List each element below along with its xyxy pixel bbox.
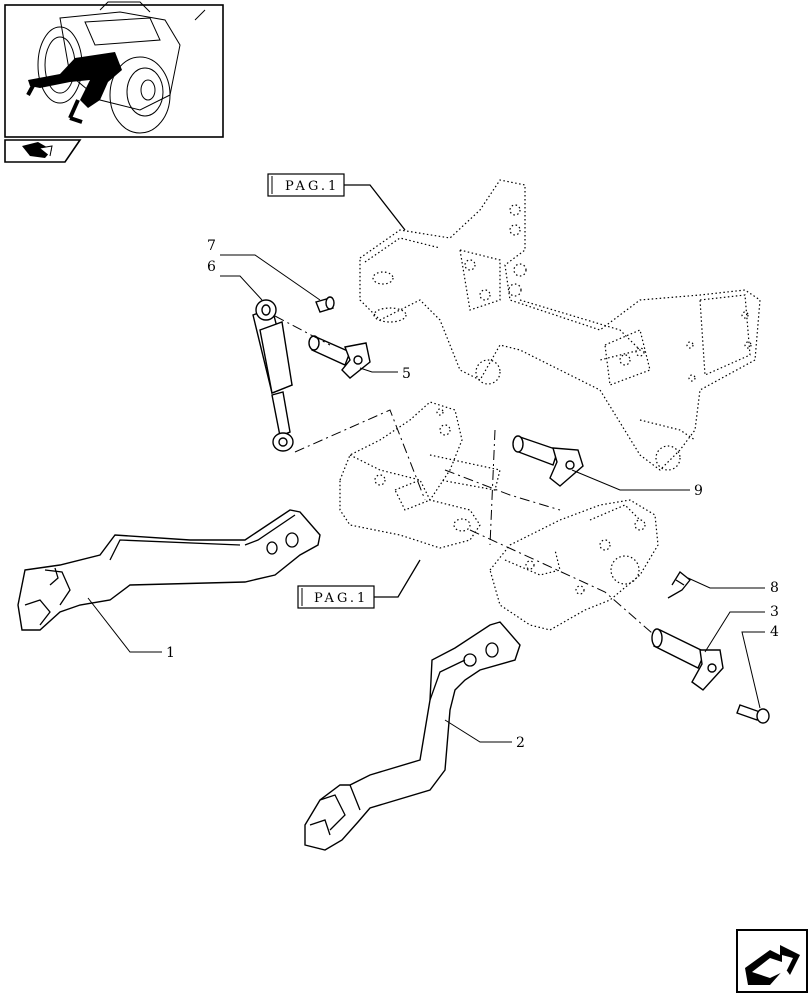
callout-8: 8: [770, 580, 779, 596]
page-reference-mid-label: PAG.1: [314, 591, 368, 606]
callout-2: 2: [516, 735, 525, 751]
hydraulic-cylinder: [252, 299, 294, 452]
bolt: [736, 704, 770, 724]
pin-right-upper: [512, 435, 584, 487]
callout-9: 9: [694, 483, 703, 499]
r-clip: [667, 571, 691, 599]
page-reference-mid[interactable]: PAG.1: [297, 559, 421, 609]
callout-4: 4: [770, 624, 779, 640]
callouts: 7 6 5 9 8 3 4 1 2: [87, 238, 779, 751]
page-reference-top[interactable]: PAG.1: [267, 173, 406, 231]
callout-6: 6: [207, 259, 216, 275]
callout-5: 5: [402, 366, 411, 382]
callout-3: 3: [770, 604, 779, 620]
callout-1: 1: [166, 645, 175, 661]
page-reference-top-label: PAG.1: [285, 179, 339, 194]
callout-7: 7: [207, 238, 216, 254]
central-bracket-right: [489, 499, 659, 631]
section-arrow-icon[interactable]: [4, 139, 82, 163]
lower-link-arm-left: [17, 509, 321, 631]
next-page-arrow-icon[interactable]: [736, 929, 808, 993]
assembly-centerlines: [274, 315, 661, 641]
central-bracket-left: [339, 401, 501, 549]
tractor-location-thumbnail[interactable]: [4, 1, 224, 138]
front-frame-support: [359, 179, 761, 471]
grease-fitting: [315, 296, 335, 313]
pin-lower-right: [651, 628, 724, 691]
pin-upper-left: [308, 335, 371, 379]
lower-link-arm-right: [304, 621, 521, 851]
